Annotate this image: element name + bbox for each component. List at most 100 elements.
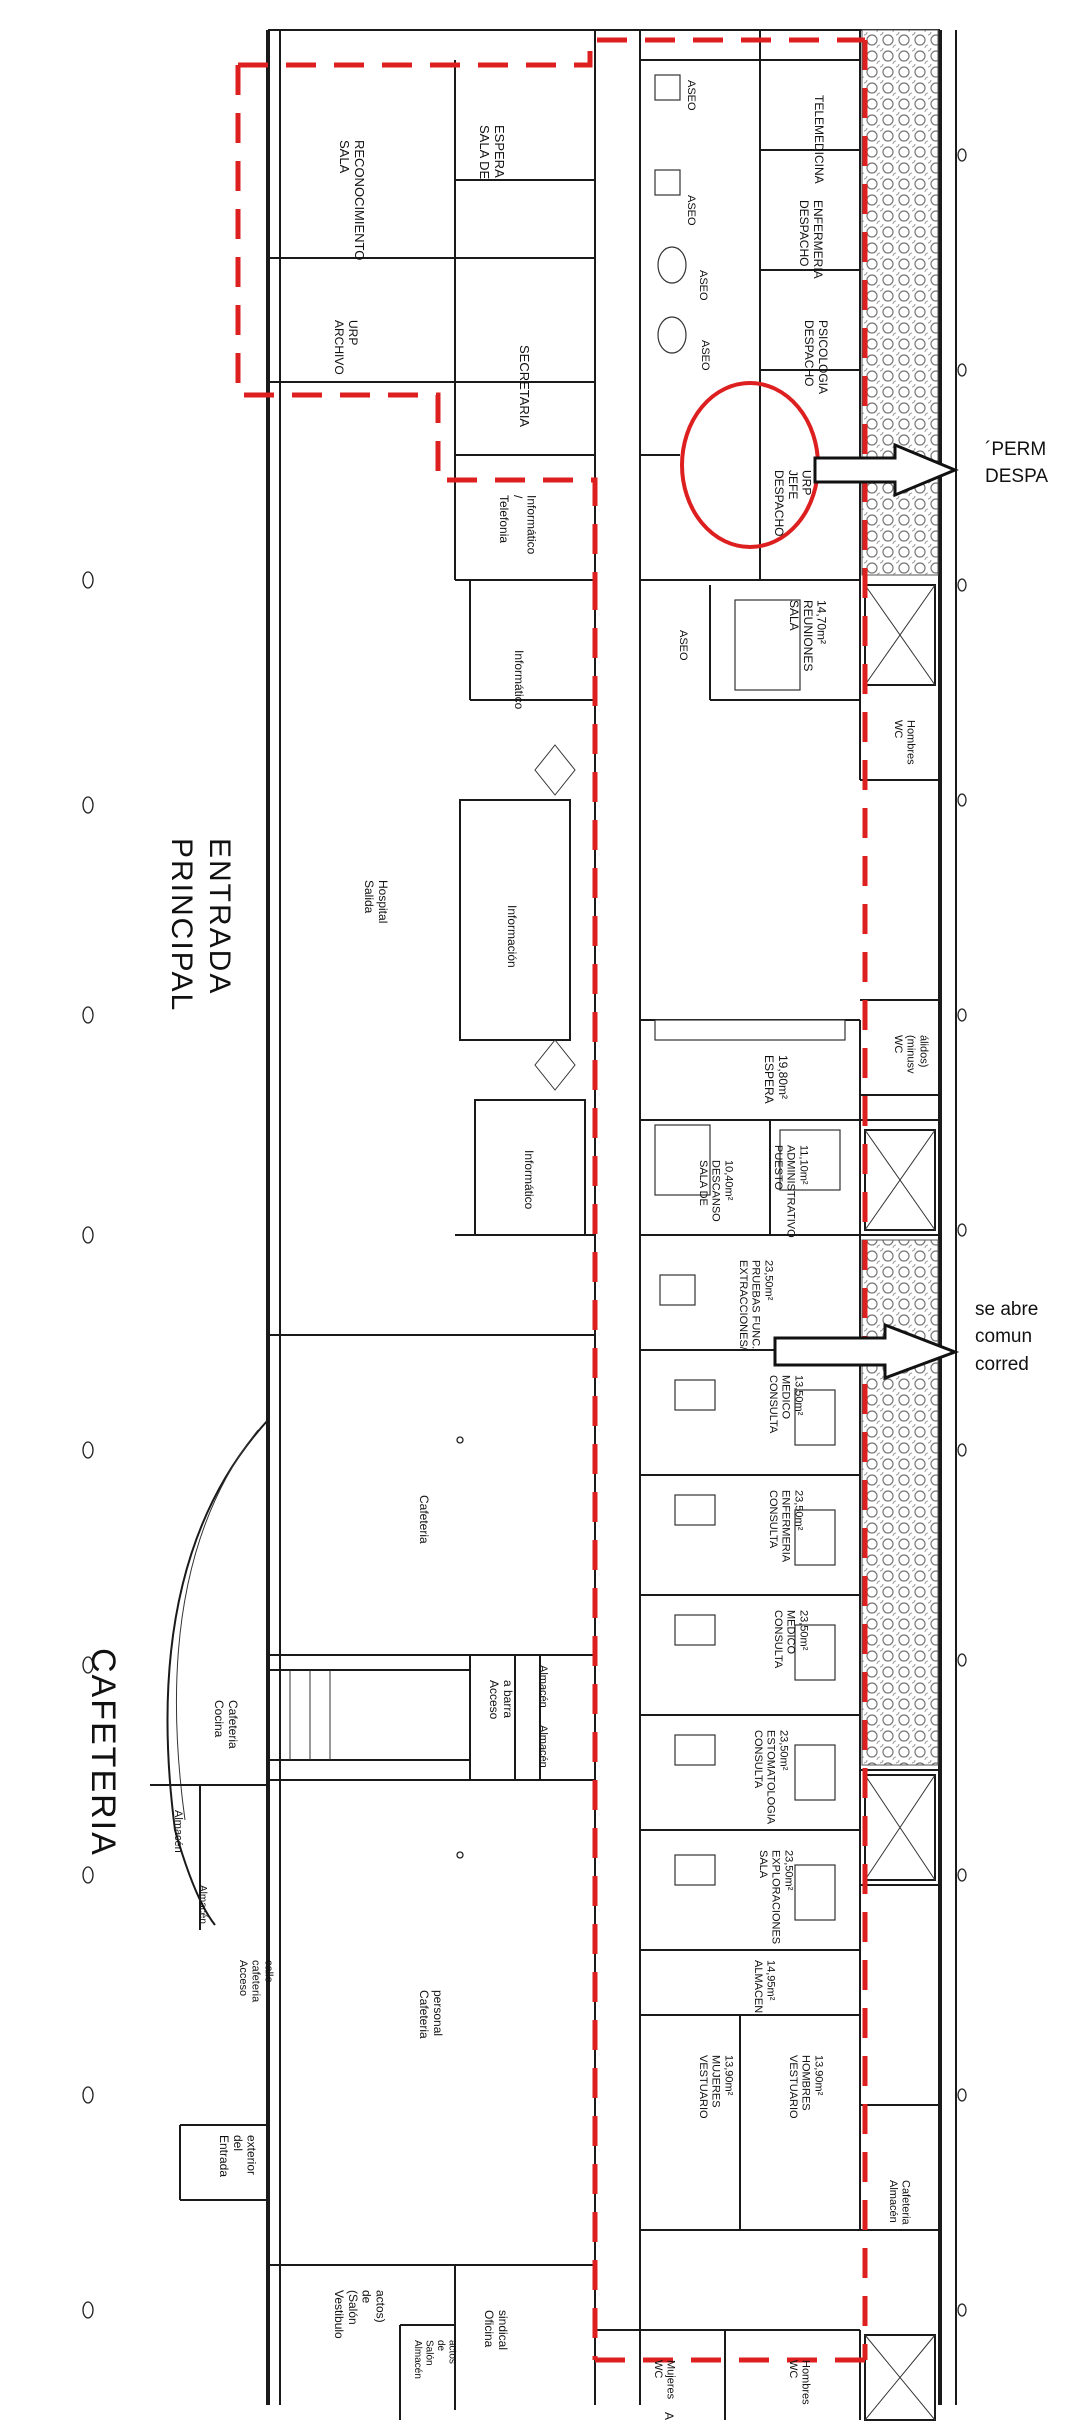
room-label-line: ESPERA <box>762 1055 776 1104</box>
room-label-line: DESPACHO <box>802 320 816 386</box>
room-label-telefonia: Telefonia/Informático <box>497 495 539 555</box>
room-label-line: SALA <box>787 600 801 631</box>
room-label-line: Hombres <box>800 2360 812 2405</box>
room-label-aseo-2: ASEO <box>685 195 697 226</box>
room-label-line: EXTRACCIONES/ <box>737 1260 749 1351</box>
room-label-line: URP <box>800 470 814 495</box>
room-label-vestuario-hombres: VESTUARIOHOMBRES13,90m² <box>787 2055 824 2119</box>
room-label-line: 23,50m² <box>782 1850 794 1891</box>
room-label-line: ENFERMERIA <box>780 1490 792 1563</box>
room-label-line: Vestibulo <box>332 2290 346 2339</box>
room-label-line: Acceso <box>487 1680 501 1720</box>
room-label-line: (minusv <box>905 1035 917 1074</box>
room-label-line: Cafeteria <box>226 1700 240 1749</box>
room-label-line: 14,70m² <box>815 600 829 644</box>
room-label-sala-espera: SALA DEESPERA <box>477 125 507 180</box>
room-label-line: WC <box>652 2360 664 2378</box>
room-label-cafeteria-personal: Cafeteriapersonal <box>417 1990 445 2039</box>
room-label-line: CONSULTA <box>767 1375 779 1434</box>
room-label-line: Informático <box>522 1150 536 1210</box>
annotation-arrows <box>773 442 960 1381</box>
room-label-sala-descanso: SALA DEDESCANSO10,40m² <box>697 1160 734 1222</box>
room-label-line: / <box>511 495 525 499</box>
room-label-oficina-sindical: Oficinasindical <box>482 2310 510 2350</box>
label-principal: PRINCIPAL <box>165 838 198 1012</box>
room-label-line: DESPACHO <box>772 470 786 536</box>
arrow-middle <box>773 1322 960 1381</box>
room-label-line: Almacén <box>197 1885 208 1924</box>
room-label-line: ADMINISTRATIVO <box>785 1145 797 1238</box>
note-mid-3: corred <box>975 1354 1029 1375</box>
room-label-line: TELEMEDICINA <box>812 95 826 184</box>
room-label-wc-hombres-1: WCHombres <box>892 720 917 765</box>
room-label-sala-exploraciones: SALAEXPLORACIONES23,50m² <box>757 1850 794 1944</box>
room-label-line: Entrada <box>217 2135 231 2177</box>
room-label-line: WC <box>787 2360 799 2378</box>
room-label-line: CONSULTA <box>772 1610 784 1669</box>
room-label-line: PSICOLOGIA <box>816 320 830 394</box>
room-label-wc-hombres-2: WCHombres <box>787 2360 812 2405</box>
room-label-line: MUJERES <box>710 2055 722 2108</box>
room-label-aseo-1: ASEO <box>685 80 697 111</box>
room-label-almacen-a: Almacén <box>537 1665 549 1708</box>
room-label-line: exterior <box>245 2135 259 2175</box>
room-label-line: WC <box>892 1035 904 1053</box>
room-label-line: Mujeres <box>665 2360 677 2400</box>
room-label-line: 10,40m² <box>722 1160 734 1201</box>
room-label-puesto-administrativo: PUESTOADMINISTRATIVO11,10m² <box>772 1145 809 1238</box>
room-label-line: álidos) <box>917 1035 929 1067</box>
room-label-line: SALA <box>337 140 352 174</box>
room-label-informatico-1: Informático <box>512 650 526 710</box>
room-label-line: CONSULTA <box>767 1490 779 1549</box>
room-label-line: Almacén <box>412 2340 423 2379</box>
room-label-extracciones: EXTRACCIONES/PRUEBAS FUNC.23,50m² <box>737 1260 774 1351</box>
room-label-despacho-jefe-urp: DESPACHOJEFEURP <box>772 470 814 536</box>
room-label-line: DESPACHO <box>797 200 811 266</box>
room-label-almacen-1: ALMACEN14,95m² <box>752 1960 777 2013</box>
room-label-almacen-cafeteria: AlmacénCafeteria <box>887 2180 912 2226</box>
room-label-estomatologia: CONSULTAESTOMATOLOGIA23,50m² <box>752 1730 789 1825</box>
room-label-line: Almacén <box>887 2180 899 2223</box>
building-structure <box>150 29 957 2420</box>
room-label-line: ASEO <box>685 195 697 226</box>
room-label-line: Hospital <box>376 880 390 923</box>
room-label-aseo-5: ASEO <box>677 630 689 661</box>
room-label-line: ENFERMERIA <box>811 200 825 279</box>
room-label-line: 13,50m² <box>792 1375 804 1416</box>
room-label-almacen-d: Almacén <box>197 1885 208 1924</box>
room-label-cocina-cafeteria: CocinaCafeteria <box>212 1700 240 1749</box>
room-label-line: Cafeteria <box>417 1990 431 2039</box>
room-label-line: 23,50m² <box>777 1730 789 1771</box>
room-label-line: VESTUARIO <box>787 2055 799 2119</box>
room-label-line: Hombres <box>905 720 917 765</box>
room-label-line: Informático <box>512 650 526 710</box>
room-label-line: 19,80m² <box>776 1055 790 1099</box>
room-label-line: 23,50m² <box>792 1490 804 1531</box>
room-label-line: actos) <box>373 2290 387 2323</box>
room-label-line: personal <box>431 1990 445 2036</box>
room-label-line: Cafeteria <box>417 1495 431 1544</box>
room-label-line: SALA DE <box>697 1160 709 1206</box>
room-label-line: Almacén <box>172 1810 184 1853</box>
room-label-line: Cocina <box>212 1700 226 1738</box>
room-label-vestuario-mujeres: VESTUARIOMUJERES13,90m² <box>697 2055 734 2119</box>
room-label-line: MEDICO <box>785 1610 797 1654</box>
room-label-line: WC <box>892 720 904 738</box>
room-label-telemedicina: TELEMEDICINA <box>812 95 826 184</box>
label-entrada: ENTRADA <box>203 838 236 995</box>
room-label-wc-mujeres: WCMujeres <box>652 2360 677 2400</box>
room-label-line: ALMACEN <box>752 1960 764 2013</box>
furniture <box>654 74 846 1921</box>
room-label-line: ASEO <box>699 340 711 371</box>
arrow-top <box>813 442 959 498</box>
room-label-line: de <box>435 2340 446 2352</box>
room-label-line: ESTOMATOLOGIA <box>765 1730 777 1825</box>
room-label-line: actos <box>447 2340 458 2364</box>
room-label-line: MEDICO <box>780 1375 792 1419</box>
room-label-line: REUNIONES <box>801 600 815 671</box>
room-label-cafeteria: Cafeteria <box>417 1495 431 1544</box>
room-label-line: 13,90m² <box>722 2055 734 2096</box>
note-top-1: ´PERM <box>985 439 1046 460</box>
room-label-line: PRUEBAS FUNC. <box>750 1260 762 1349</box>
room-label-line: ASEO <box>697 270 709 301</box>
